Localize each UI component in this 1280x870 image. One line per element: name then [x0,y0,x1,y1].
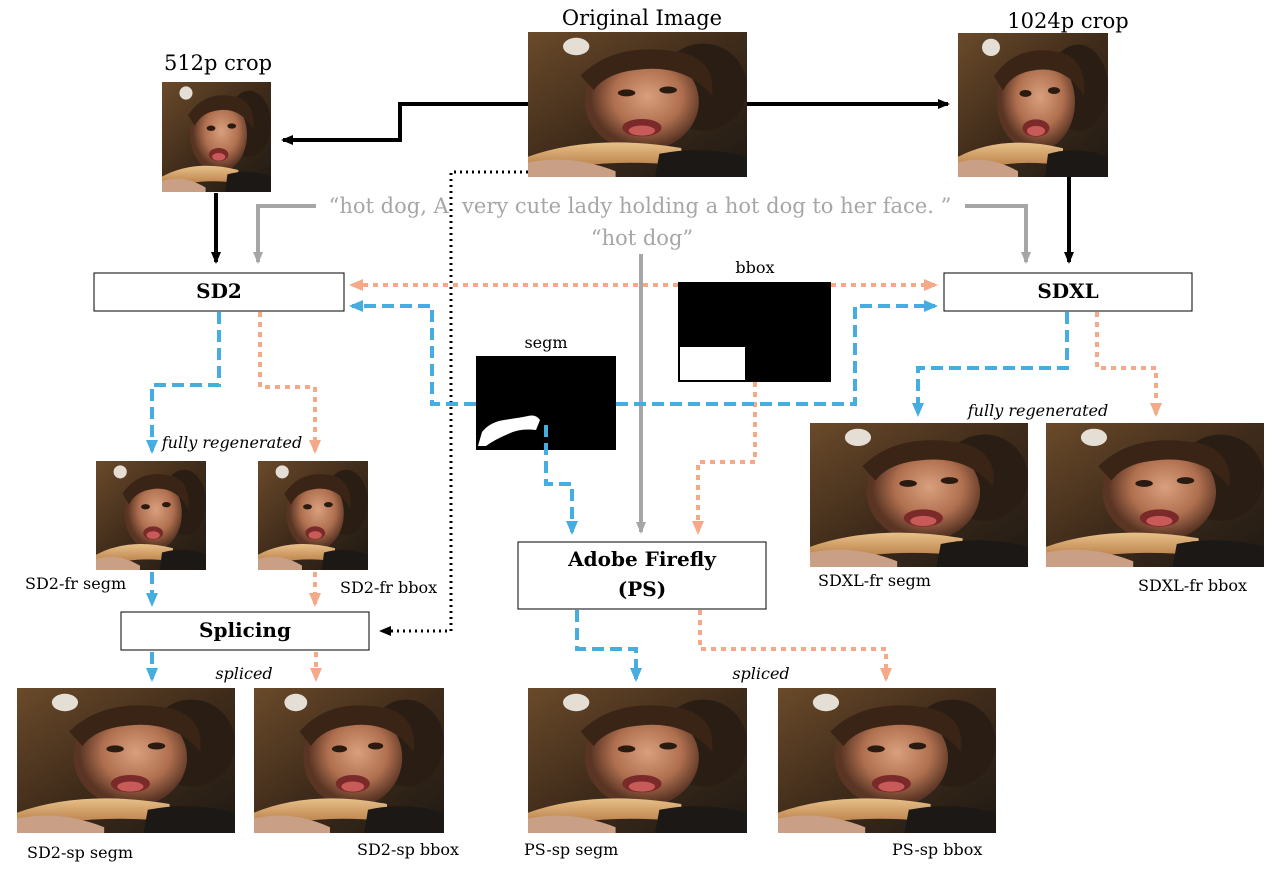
crop-1024-image [958,33,1108,177]
svg-text:SD2: SD2 [196,279,242,303]
crop-512-label: 512p crop [164,51,272,75]
ps-sp-bbox-caption: PS-sp bbox [892,840,982,859]
sdxl-fr-segm-caption: SDXL-fr segm [818,571,931,590]
fully-regenerated-label-left: fully regenerated [161,433,303,452]
segm-label: segm [524,333,567,352]
ps-sp-segm-caption: PS-sp segm [524,840,618,859]
sd2-node: SD2 [93,272,345,312]
sd2-fr-segm-image [96,461,206,570]
svg-text:Splicing: Splicing [199,618,291,642]
bbox-flow-arrows [258,279,1162,682]
sd2-sp-segm-image [17,688,235,833]
firefly-node: Adobe Firefly (PS) [517,541,767,610]
spliced-label-right: spliced [732,664,789,683]
bbox-mask [678,282,831,382]
sd2-sp-segm-caption: SD2-sp segm [27,843,133,862]
svg-text:Adobe Firefly: Adobe Firefly [567,547,717,571]
segm-flow-arrows [146,300,1069,682]
original-to-splicing-arrow [379,170,528,636]
sdxl-fr-bbox-image [1046,423,1264,567]
sd2-sp-bbox-caption: SD2-sp bbox [357,840,459,859]
sdxl-fr-segm-image [810,423,1028,567]
text-prompt-arrows [253,204,1031,534]
crop-512-image [162,82,271,192]
splicing-node: Splicing [120,611,370,651]
bbox-label: bbox [735,258,774,277]
spliced-label-left: spliced [215,664,272,683]
sd2-sp-bbox-image [254,688,444,833]
fully-regenerated-label-right: fully regenerated [967,401,1109,420]
image-flow-arrows [211,99,1074,264]
svg-text:(PS): (PS) [618,577,666,601]
ps-sp-segm-image [528,688,747,833]
svg-text:SDXL: SDXL [1037,279,1098,303]
sdxl-node: SDXL [943,272,1193,312]
original-image [528,32,747,177]
crop-1024-label: 1024p crop [1007,9,1128,33]
original-image-label: Original Image [562,6,722,30]
prompt-short-text: “hot dog” [591,226,693,250]
sd2-fr-segm-caption: SD2-fr segm [25,574,126,593]
prompt-full-text: “hot dog, A very cute lady holding a hot… [329,194,952,218]
ps-sp-bbox-image [778,688,996,833]
sdxl-fr-bbox-caption: SDXL-fr bbox [1138,576,1247,595]
sd2-fr-bbox-image [258,461,368,570]
sd2-fr-bbox-caption: SD2-fr bbox [340,578,437,597]
